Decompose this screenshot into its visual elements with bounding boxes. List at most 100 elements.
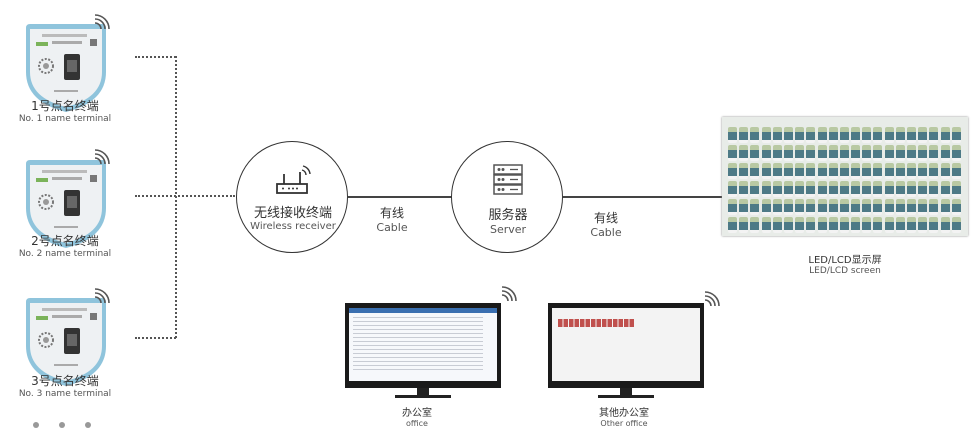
student-photo xyxy=(602,319,607,327)
terminal-label-cn: 1号点名终端 xyxy=(31,99,99,113)
cable-line xyxy=(348,196,452,198)
server-label-en: Server xyxy=(489,223,527,236)
student-photo xyxy=(783,127,793,143)
wifi-signal-icon xyxy=(501,286,517,302)
table-row xyxy=(353,369,483,370)
cable-label-cn: 有线 xyxy=(593,211,619,225)
student-photo xyxy=(884,163,894,179)
student-photo xyxy=(828,163,838,179)
student-photo xyxy=(839,145,849,161)
table-row xyxy=(353,353,483,354)
student-photo xyxy=(596,319,601,327)
led-screen-display xyxy=(722,117,968,236)
student-photo xyxy=(739,127,749,143)
student-photo xyxy=(806,217,816,233)
student-photo xyxy=(828,199,838,215)
student-photo xyxy=(951,199,961,215)
student-photo xyxy=(862,145,872,161)
student-photo xyxy=(839,163,849,179)
other-office-label-cn: 其他办公室 xyxy=(599,408,649,419)
student-photo xyxy=(873,217,883,233)
student-photo xyxy=(940,127,950,143)
student-photo xyxy=(624,319,629,327)
student-photo xyxy=(795,163,805,179)
student-photo xyxy=(607,319,612,327)
student-photo xyxy=(884,199,894,215)
student-photo xyxy=(806,199,816,215)
student-photo xyxy=(873,163,883,179)
cable-label-en: Cable xyxy=(376,221,408,234)
student-photo xyxy=(895,127,905,143)
student-photo xyxy=(839,199,849,215)
student-photo xyxy=(895,181,905,197)
student-photo xyxy=(940,217,950,233)
student-photo xyxy=(839,217,849,233)
student-photo xyxy=(618,319,623,327)
student-photo xyxy=(817,127,827,143)
server-label-cn: 服务器 xyxy=(488,208,528,223)
student-photo xyxy=(862,127,872,143)
student-photo xyxy=(828,217,838,233)
table-row xyxy=(353,337,483,338)
dotted-connector xyxy=(135,337,176,339)
office-monitor xyxy=(345,303,501,405)
student-photo xyxy=(580,319,585,327)
student-photo xyxy=(918,217,928,233)
student-photo xyxy=(851,127,861,143)
student-photo xyxy=(918,163,928,179)
student-photo xyxy=(918,145,928,161)
student-photo xyxy=(761,181,771,197)
table-row xyxy=(353,345,483,346)
student-photo xyxy=(728,217,737,233)
student-photo xyxy=(895,145,905,161)
student-photo xyxy=(817,199,827,215)
student-photo xyxy=(929,181,939,197)
student-photo xyxy=(817,145,827,161)
student-photo xyxy=(907,199,916,215)
student-photo xyxy=(851,181,861,197)
student-photo xyxy=(629,319,634,327)
table-row xyxy=(353,349,483,350)
student-photo xyxy=(739,181,749,197)
server-icon xyxy=(493,164,523,195)
office-label-cn: 办公室 xyxy=(402,408,432,419)
student-photo xyxy=(728,145,737,161)
student-photo xyxy=(806,145,816,161)
receiver-label-cn: 无线接收终端 xyxy=(253,206,332,221)
table-row xyxy=(353,329,483,330)
student-photo xyxy=(951,163,961,179)
student-photo xyxy=(862,181,872,197)
dotted-connector xyxy=(175,56,177,338)
wifi-signal-icon xyxy=(704,291,720,307)
student-photo xyxy=(873,181,883,197)
student-photo xyxy=(873,199,883,215)
student-photo xyxy=(728,199,737,215)
student-photo xyxy=(940,145,950,161)
student-photo xyxy=(728,163,737,179)
student-photo xyxy=(569,319,574,327)
student-photo xyxy=(795,217,805,233)
student-photo xyxy=(907,181,916,197)
student-photo xyxy=(761,199,771,215)
student-photo xyxy=(929,199,939,215)
student-photo xyxy=(907,217,916,233)
table-row xyxy=(353,341,483,342)
table-row xyxy=(353,357,483,358)
student-photo xyxy=(951,217,961,233)
cable-label-en: Cable xyxy=(590,226,622,239)
student-photo xyxy=(761,163,771,179)
student-photo xyxy=(783,163,793,179)
student-photo xyxy=(739,163,749,179)
student-photo xyxy=(851,199,861,215)
student-photo xyxy=(907,145,916,161)
student-photo xyxy=(828,181,838,197)
student-photo xyxy=(750,181,760,197)
student-photo xyxy=(951,181,961,197)
student-photo xyxy=(613,319,618,327)
student-photo xyxy=(828,145,838,161)
table-row xyxy=(353,325,483,326)
router-icon xyxy=(276,165,311,194)
student-photo xyxy=(895,163,905,179)
led-label-cn: LED/LCD显示屏 xyxy=(808,255,882,266)
